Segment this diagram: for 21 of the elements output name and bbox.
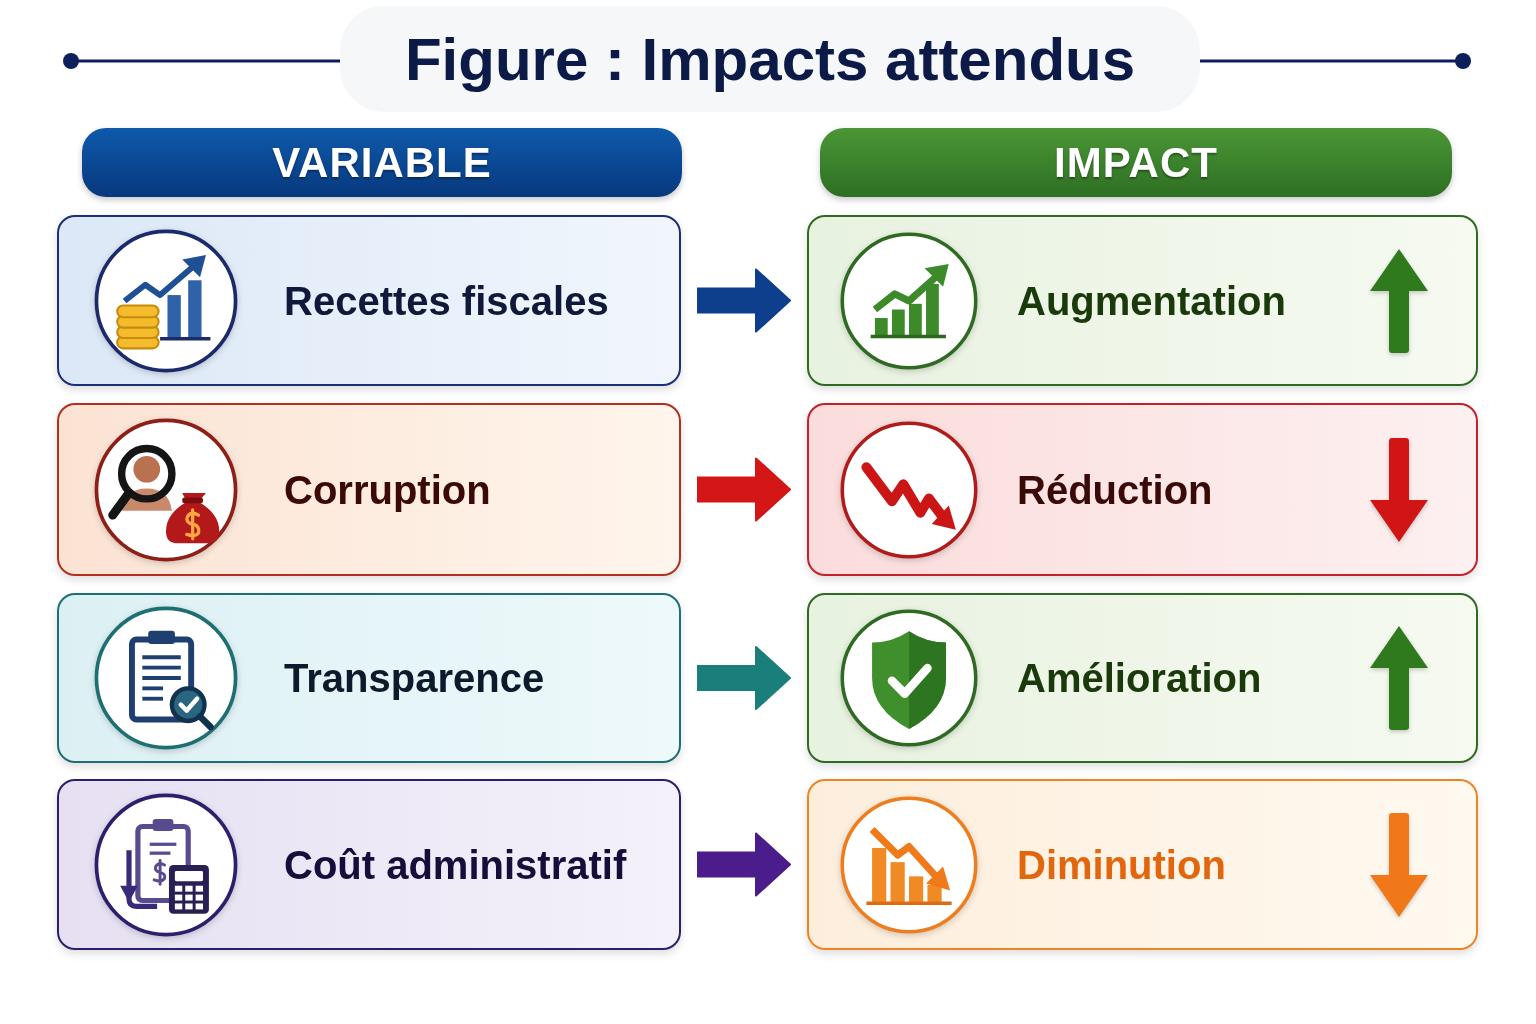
row-label: Réduction [1017,466,1213,513]
row-label: Coût administratif [284,841,627,888]
column-header: IMPACT [1054,138,1218,187]
title: Figure : Impacts attendus [340,6,1200,112]
row-card [57,779,681,950]
row-label: Diminution [1017,841,1226,888]
row-card [57,215,681,386]
row-card [807,403,1478,576]
row-card [807,593,1478,763]
row-label: Recettes fiscales [284,277,609,324]
row-label: Amélioration [1017,655,1262,701]
row-card [57,593,681,763]
row-label: Augmentation [1017,277,1286,324]
row-card [807,215,1478,386]
row-label: Corruption [284,466,491,513]
column-header: VARIABLE [272,138,492,187]
row-card [57,403,681,576]
row-label: Transparence [284,655,545,701]
column-header-bar [820,128,1452,197]
column-header-bar [82,128,682,197]
row-card [807,779,1478,950]
